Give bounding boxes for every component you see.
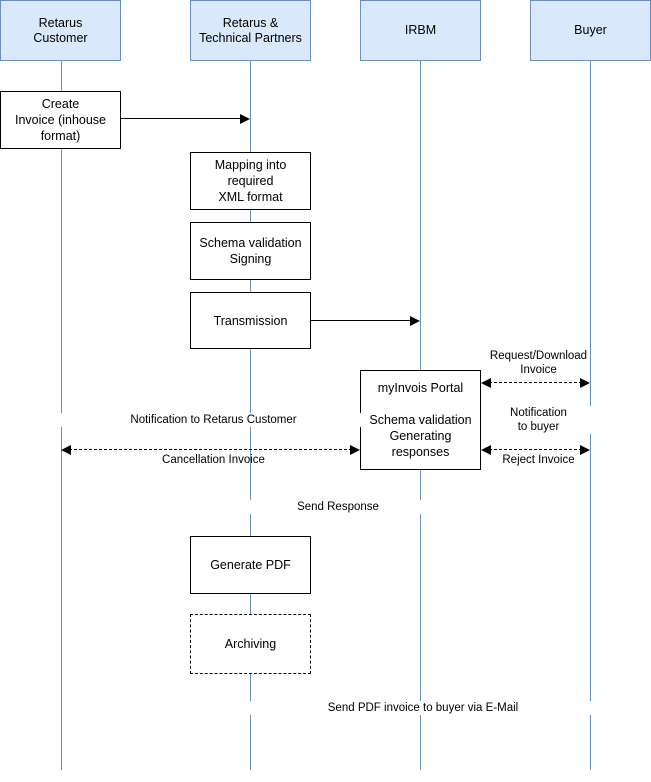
message-label-msg-cancellation: Cancellation Invoice: [162, 454, 265, 466]
arrowhead-right-icon-msg-create-to-partners: [240, 114, 250, 124]
arrowhead-right-icon-msg-cancellation: [350, 445, 360, 455]
message-label-msg-send-response: Send Response: [250, 500, 426, 514]
process-box-schema-validation[interactable]: Schema validation Signing: [190, 222, 311, 280]
message-label-msg-reject-invoice: Reject Invoice: [502, 454, 575, 466]
message-label-msg-send-pdf-email: Send PDF invoice to buyer via E-Mail: [250, 701, 596, 715]
actor-header-retarus-customer[interactable]: Retarus Customer: [0, 0, 121, 61]
message-label-msg-request-download: Request/Download Invoice: [489, 350, 588, 376]
process-box-archiving[interactable]: Archiving: [190, 614, 311, 674]
process-box-create-invoice[interactable]: Create Invoice (inhouse format): [0, 91, 121, 149]
process-box-transmission[interactable]: Transmission: [190, 292, 311, 349]
process-box-mapping-xml[interactable]: Mapping into required XML format: [190, 152, 311, 210]
actor-header-irbm[interactable]: IRBM: [360, 0, 481, 61]
actor-header-buyer[interactable]: Buyer: [530, 0, 651, 61]
arrowhead-right-icon-msg-transmission-irbm: [410, 316, 420, 326]
message-line-msg-request-download: [489, 382, 582, 383]
arrowhead-right-icon-msg-request-download: [580, 378, 590, 388]
actor-header-retarus-partners[interactable]: Retarus & Technical Partners: [190, 0, 311, 61]
arrowhead-right-icon-msg-reject-invoice: [580, 445, 590, 455]
message-label-msg-notification-buyer: Notification to buyer: [481, 406, 596, 434]
message-label-msg-notification-retarus: Notification to Retarus Customer: [61, 413, 366, 427]
process-box-myinvois-portal[interactable]: myInvois Portal Schema validation Genera…: [360, 370, 481, 470]
message-line-msg-create-to-partners: [121, 118, 242, 120]
arrowhead-left-icon-msg-cancellation: [61, 445, 71, 455]
message-line-msg-reject-invoice: [489, 449, 582, 450]
process-box-generate-pdf[interactable]: Generate PDF: [190, 536, 311, 594]
arrowhead-left-icon-msg-request-download: [481, 378, 491, 388]
message-line-msg-transmission-irbm: [311, 320, 412, 322]
message-line-msg-cancellation: [69, 449, 352, 450]
arrowhead-left-icon-msg-reject-invoice: [481, 445, 491, 455]
